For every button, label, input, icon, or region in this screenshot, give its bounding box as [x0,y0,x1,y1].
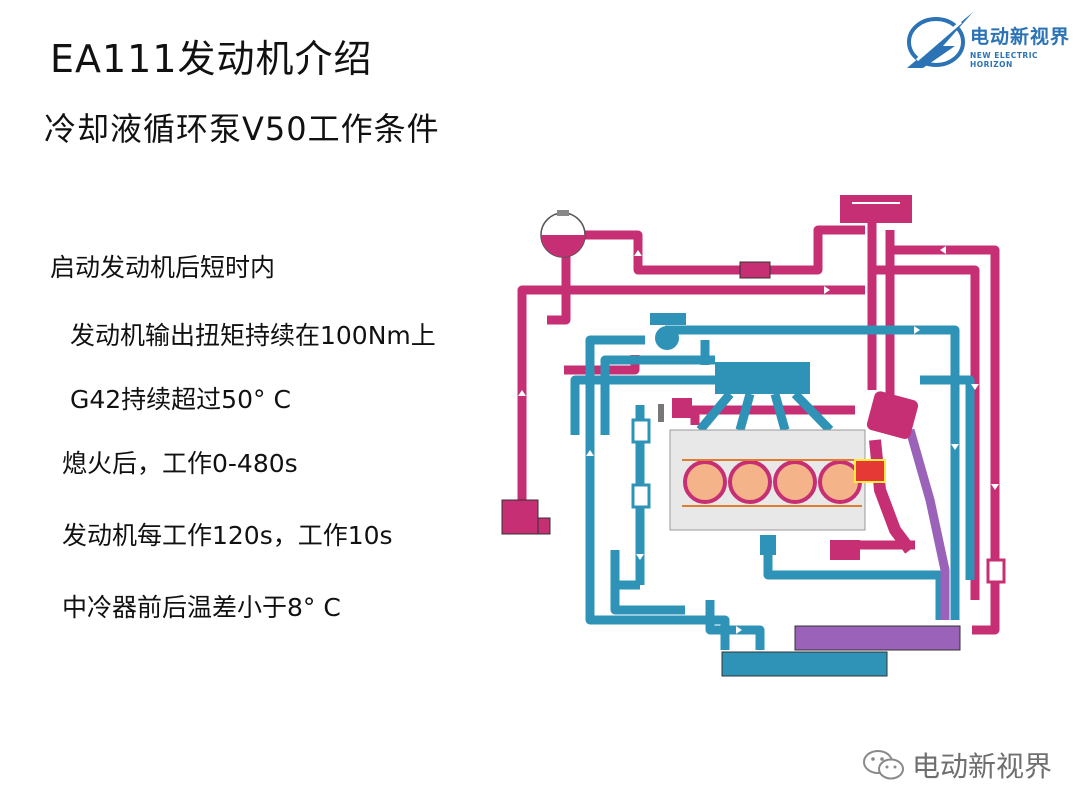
module-icon [830,540,860,560]
purple-pipe [905,428,950,620]
cylinder-icon [683,460,862,504]
coolant-circuit-diagram [501,195,1006,677]
cold-pipe [920,375,975,580]
restrictor-icon [631,483,651,509]
hot-pipe [875,265,980,600]
gear-icon [658,404,664,422]
condition-item: 熄火后，工作0-480s [62,449,298,478]
pump-v50-icon [650,313,686,350]
cold-pipe [585,335,645,585]
logo-name-cn: 电动新视界 [970,26,1071,48]
restrictor-icon [986,558,1006,584]
check-valve-icon [631,418,651,444]
hot-pipe [547,250,571,325]
cold-pipe [600,355,715,435]
condition-item: 发动机每工作120s，工作10s [62,521,393,550]
heater-core-icon [840,195,912,223]
condition-item: G42持续超过50° C [70,385,291,414]
cold-pipe [570,375,715,435]
intake-manifold-icon [715,362,810,394]
cold-pipe [585,585,730,650]
turbo-icon [866,391,919,439]
hot-pipe [770,225,865,275]
cold-pipe [763,550,945,620]
radiator-main-icon [794,625,961,651]
cold-pipe [665,325,960,620]
brand-logo-icon [907,12,973,68]
logo-name-en: NEW ELECTRIC HORIZON [970,51,1038,69]
page-title: EA111发动机介绍 [50,37,373,81]
condition-item: 启动发动机后短时内 [50,253,276,282]
condition-item: 中冷器前后温差小于8° C [62,593,341,622]
condition-item: 发动机输出扭矩持续在100Nm上 [70,321,436,350]
reservoir-left-icon [501,499,539,535]
heater-element-icon [854,459,886,483]
radiator-low-temp-icon [721,651,888,677]
page-subtitle: 冷却液循环泵V50工作条件 [44,110,440,148]
sensor-g42-icon [760,535,776,555]
hot-pipe [517,285,865,505]
cold-pipe [610,580,685,615]
watermark-text: 电动新视界 [912,750,1053,783]
wechat-icon [863,750,904,780]
small-valve-icon [672,398,692,418]
hot-pipe [580,230,643,275]
valve-icon [739,261,771,279]
cold-pipe [705,600,765,650]
expansion-tank-icon [540,210,586,258]
